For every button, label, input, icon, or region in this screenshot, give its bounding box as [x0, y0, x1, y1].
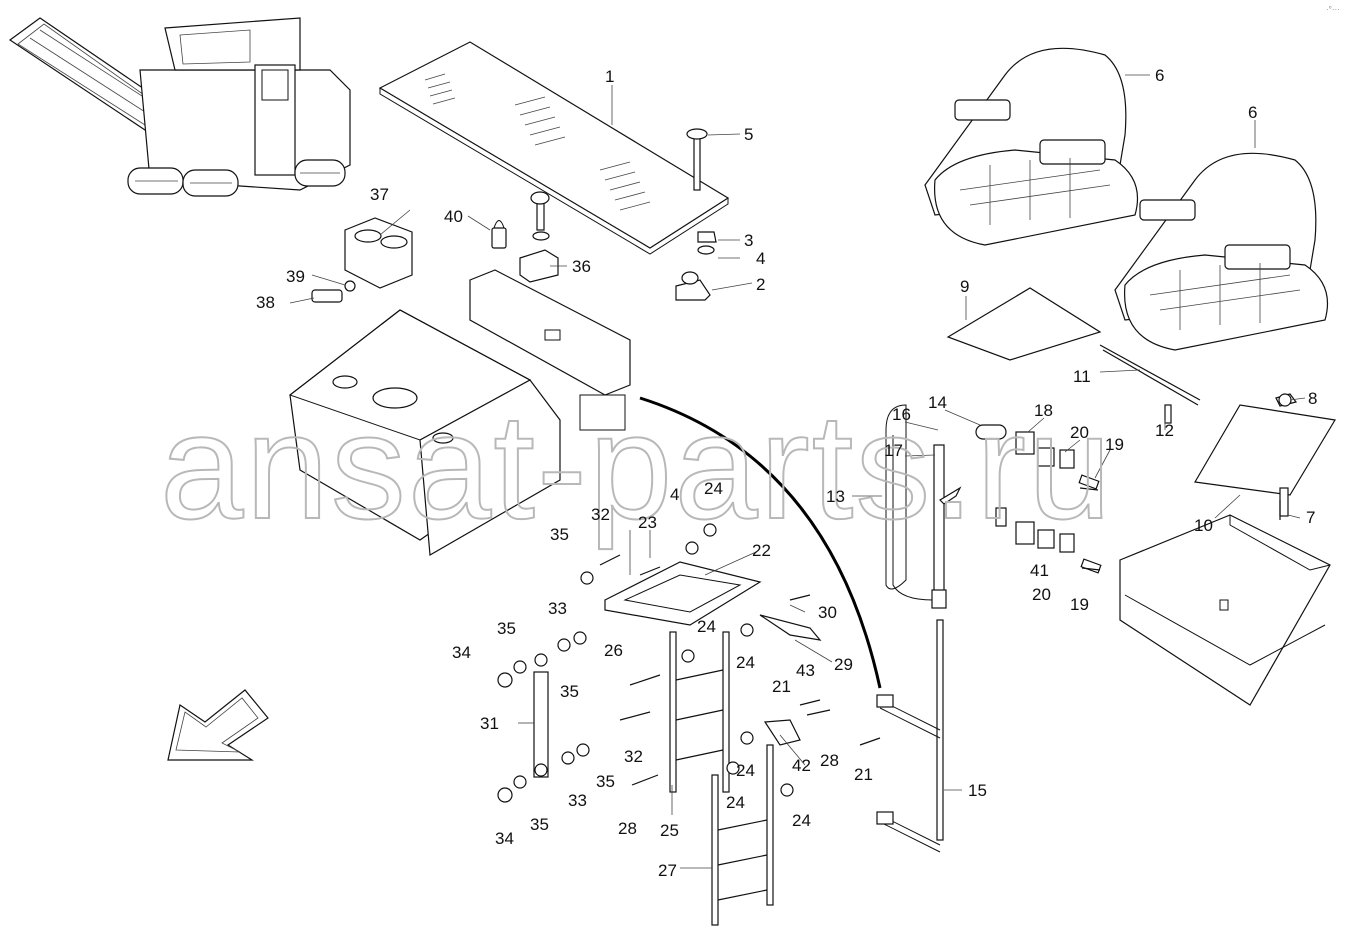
fasteners — [497, 393, 1292, 803]
callout-label: 3 — [744, 231, 753, 250]
callout-label: 38 — [256, 293, 275, 312]
callout-label: 33 — [548, 599, 567, 618]
callout-label: 19 — [1105, 435, 1124, 454]
callout-label: 7 — [1306, 508, 1315, 527]
callout-label: 10 — [1194, 516, 1213, 535]
callout-label: 41 — [1030, 561, 1049, 580]
callout-label: 20 — [1032, 585, 1051, 604]
callout-label: 39 — [286, 267, 305, 286]
callout-label: 24 — [736, 761, 755, 780]
callout-label: 28 — [618, 819, 637, 838]
callout-label: 22 — [752, 541, 771, 560]
callout-label: 35 — [596, 772, 615, 791]
callout-label: 20 — [1070, 423, 1089, 442]
callout-label: 14 — [928, 393, 947, 412]
callout-label: 2 — [756, 275, 765, 294]
callout-label: 12 — [1155, 421, 1174, 440]
callout-label: 23 — [638, 513, 657, 532]
callout-label: 27 — [658, 861, 677, 880]
direction-arrow-icon — [167, 689, 269, 761]
callout-label: 4 — [670, 485, 679, 504]
callout-label: 16 — [892, 405, 911, 424]
callout-label: 24 — [697, 617, 716, 636]
seat-plates — [946, 287, 1336, 517]
callout-label: 32 — [624, 747, 643, 766]
callout-label: 25 — [660, 821, 679, 840]
callout-label: 9 — [960, 277, 969, 296]
operator-platform-frame — [288, 269, 631, 556]
callout-label: 6 — [1155, 66, 1164, 85]
callout-label: 11 — [1073, 367, 1091, 386]
bracket-parts — [311, 128, 717, 303]
callout-label: 35 — [560, 682, 579, 701]
leader-lines — [289, 74, 1306, 869]
storage-box — [1119, 514, 1331, 706]
callout-label: 33 — [568, 791, 587, 810]
callout-label: 32 — [591, 505, 610, 524]
callout-label: 35 — [550, 525, 569, 544]
callout-label: 13 — [826, 487, 845, 506]
operator-seat-lower — [1114, 152, 1329, 351]
clamp-parts — [975, 424, 1102, 574]
callout-label: 8 — [1308, 389, 1317, 408]
callout-label: 19 — [1070, 595, 1089, 614]
callout-label: 21 — [854, 765, 873, 784]
callout-label: 35 — [497, 619, 516, 638]
callout-label: 28 — [820, 751, 839, 770]
callout-label: 37 — [370, 185, 389, 204]
callout-label: 15 — [968, 781, 987, 800]
callout-label: 34 — [495, 829, 514, 848]
callout-label: 29 — [834, 655, 853, 674]
callout-label: 34 — [452, 643, 471, 662]
callout-label: 17 — [884, 441, 903, 460]
callout-label: 18 — [1034, 401, 1053, 420]
connector-curve — [639, 396, 882, 689]
callout-label: 6 — [1248, 103, 1257, 122]
callout-label: 43 — [796, 661, 815, 680]
callout-label: 24 — [792, 811, 811, 830]
callout-label: 40 — [444, 207, 463, 226]
callout-label: 5 — [744, 125, 753, 144]
callout-label: 1 — [605, 67, 614, 86]
handrail-assembly — [876, 404, 962, 853]
callout-label: 21 — [772, 677, 791, 696]
callout-label: 30 — [818, 603, 837, 622]
corner-mark: ·°··· — [1326, 5, 1340, 14]
callout-label: 26 — [604, 641, 623, 660]
callout-label: 24 — [726, 793, 745, 812]
machine-overview-illustration — [8, 17, 351, 197]
callout-label: 24 — [736, 653, 755, 672]
deck-plate — [378, 41, 730, 255]
operator-seat-upper — [924, 47, 1139, 246]
callout-label: 24 — [704, 479, 723, 498]
watermark-text: ansat-parts.ru — [160, 382, 1113, 550]
callout-label: 31 — [480, 714, 499, 733]
callout-label: 36 — [572, 257, 591, 276]
callout-label: 42 — [792, 756, 811, 775]
callout-label: 4 — [756, 249, 765, 268]
step-ladder — [533, 561, 822, 926]
callout-labels: 1 2 3 4 5 6 6 7 8 9 10 11 12 13 14 15 16… — [256, 66, 1317, 880]
callout-label: 35 — [530, 815, 549, 834]
